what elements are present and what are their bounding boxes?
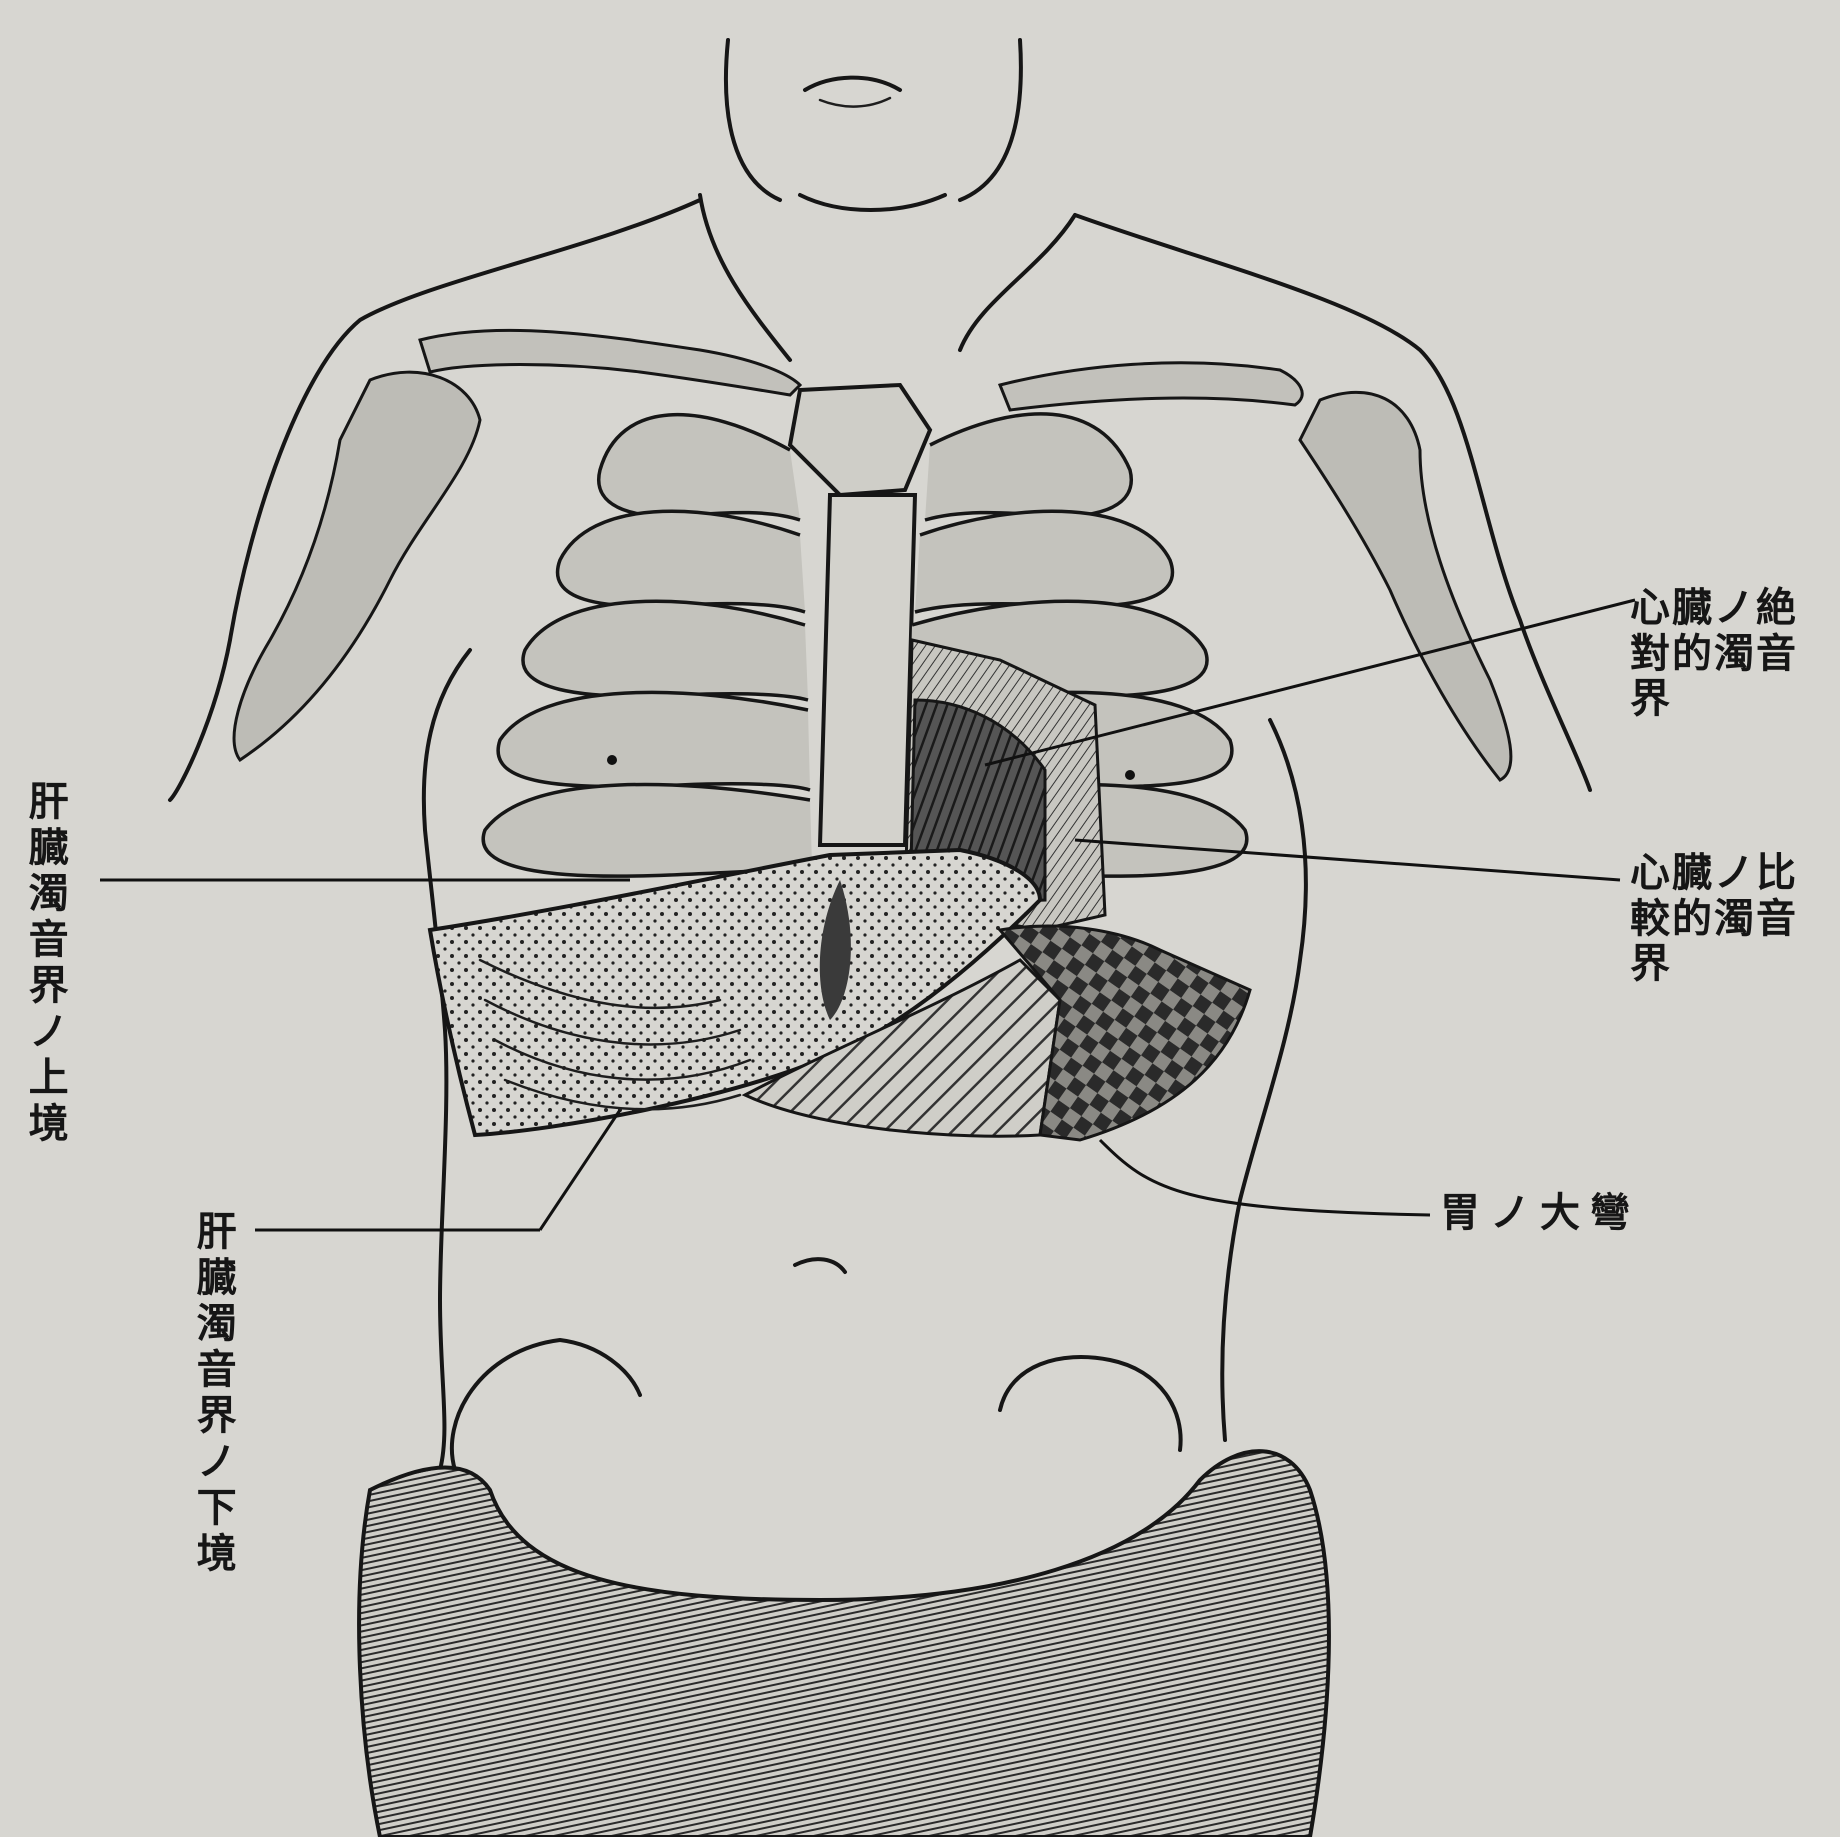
chin-outline [726,40,1021,210]
heart-absolute-line-3: 界 [1630,676,1798,722]
right-nipple [1125,770,1135,780]
heart-relative-line-2: 較的濁音 [1630,896,1798,942]
waist-cloth [359,1451,1329,1837]
heart-relative-line-3: 界 [1630,941,1798,987]
liver-upper-border-label: 肝臓濁音界ノ上境 [22,780,68,1148]
heart-absolute-line-1: 心臓ノ絶 [1630,585,1798,631]
heart-absolute-dullness-label: 心臓ノ絶 對的濁音 界 [1630,585,1798,722]
navel [795,1259,845,1272]
ribs-left [483,415,812,877]
heart-relative-dullness-label: 心臓ノ比 較的濁音 界 [1630,850,1798,987]
heart-relative-line-1: 心臓ノ比 [1630,850,1798,896]
liver-lower-border-label: 肝臓濁音界ノ下境 [190,1210,236,1578]
heart-absolute-line-2: 對的濁音 [1630,631,1798,677]
stomach-greater-curvature-label: 胃ノ大彎 [1440,1190,1640,1236]
hip-folds [452,1340,1181,1470]
left-nipple [607,755,617,765]
